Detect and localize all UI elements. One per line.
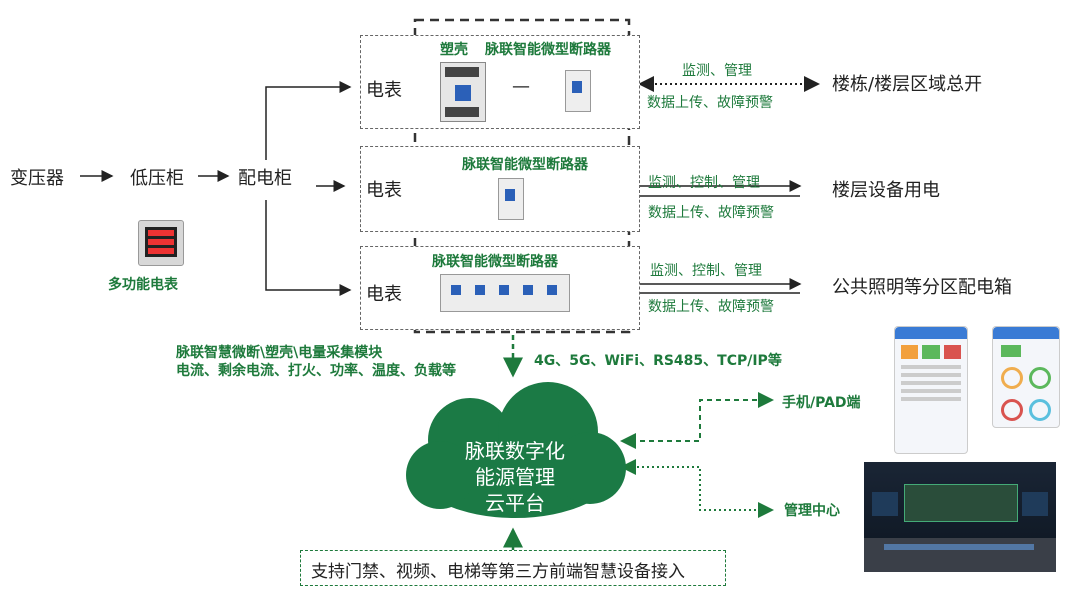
row1-mcb-image [565, 70, 591, 112]
transformer-label: 变压器 [10, 168, 64, 189]
module-line1: 脉联智慧微断\塑壳\电量采集模块 [176, 345, 383, 361]
cloud-text: 脉联数字化 能源管理 云平台 [440, 438, 590, 516]
dist-cabinet-label: 配电柜 [238, 168, 292, 189]
third-party-label: 支持门禁、视频、电梯等第三方前端智慧设备接入 [311, 562, 685, 582]
core-dashed-frame [413, 18, 631, 334]
row1-dash: — [512, 76, 530, 97]
row1-mcb-label: 脉联智能微型断路器 [485, 42, 611, 58]
cloud-line2: 能源管理 [475, 465, 555, 489]
row3-meter: 电表 [366, 284, 402, 305]
cloud-line3: 云平台 [485, 491, 545, 515]
center-endpoint-label: 管理中心 [784, 503, 840, 519]
row2-up-text: 监测、控制、管理 [648, 175, 760, 191]
mccb-image [440, 62, 486, 122]
row1-down-text: 数据上传、故障预警 [647, 95, 773, 111]
multi-meter-label: 多功能电表 [108, 277, 178, 293]
row2-down-text: 数据上传、故障预警 [648, 205, 774, 221]
branch-row1 [265, 81, 352, 160]
row2-meter: 电表 [366, 180, 402, 201]
cloud-shape [406, 382, 626, 518]
branch-row3 [265, 200, 352, 296]
mobile-screenshot-1 [894, 326, 968, 454]
row2-target: 楼层设备用电 [832, 180, 940, 201]
row1-meter: 电表 [366, 80, 402, 101]
control-center-photo [864, 462, 1056, 572]
mobile-screenshot-2 [992, 326, 1060, 428]
row3-mcb-array-image [440, 274, 570, 312]
row1-mccb-label: 塑壳 [440, 42, 468, 58]
cloud-mobile-link [620, 392, 774, 449]
row3-down-text: 数据上传、故障预警 [648, 299, 774, 315]
row2-mcb-label: 脉联智能微型断路器 [462, 157, 588, 173]
row3-mcb-label: 脉联智能微型断路器 [432, 254, 558, 270]
cloud-center-link [620, 459, 774, 518]
multi-meter-image [138, 220, 184, 266]
protocols-label: 4G、5G、WiFi、RS485、TCP/IP等 [534, 353, 782, 369]
row1-target: 楼栋/楼层区域总开 [832, 74, 983, 95]
mobile-endpoint-label: 手机/PAD端 [782, 395, 861, 411]
cloud-line1: 脉联数字化 [465, 439, 565, 463]
row2-mcb-image [498, 178, 524, 220]
third-party-box: 支持门禁、视频、电梯等第三方前端智慧设备接入 [300, 550, 726, 586]
row3-up-text: 监测、控制、管理 [650, 263, 762, 279]
row3-target: 公共照明等分区配电箱 [832, 277, 1012, 298]
module-line2: 电流、剩余电流、打火、功率、温度、负载等 [176, 363, 456, 379]
row1-box [360, 35, 640, 129]
row1-up-text: 监测、管理 [682, 63, 752, 79]
lv-cabinet-label: 低压柜 [130, 168, 184, 189]
